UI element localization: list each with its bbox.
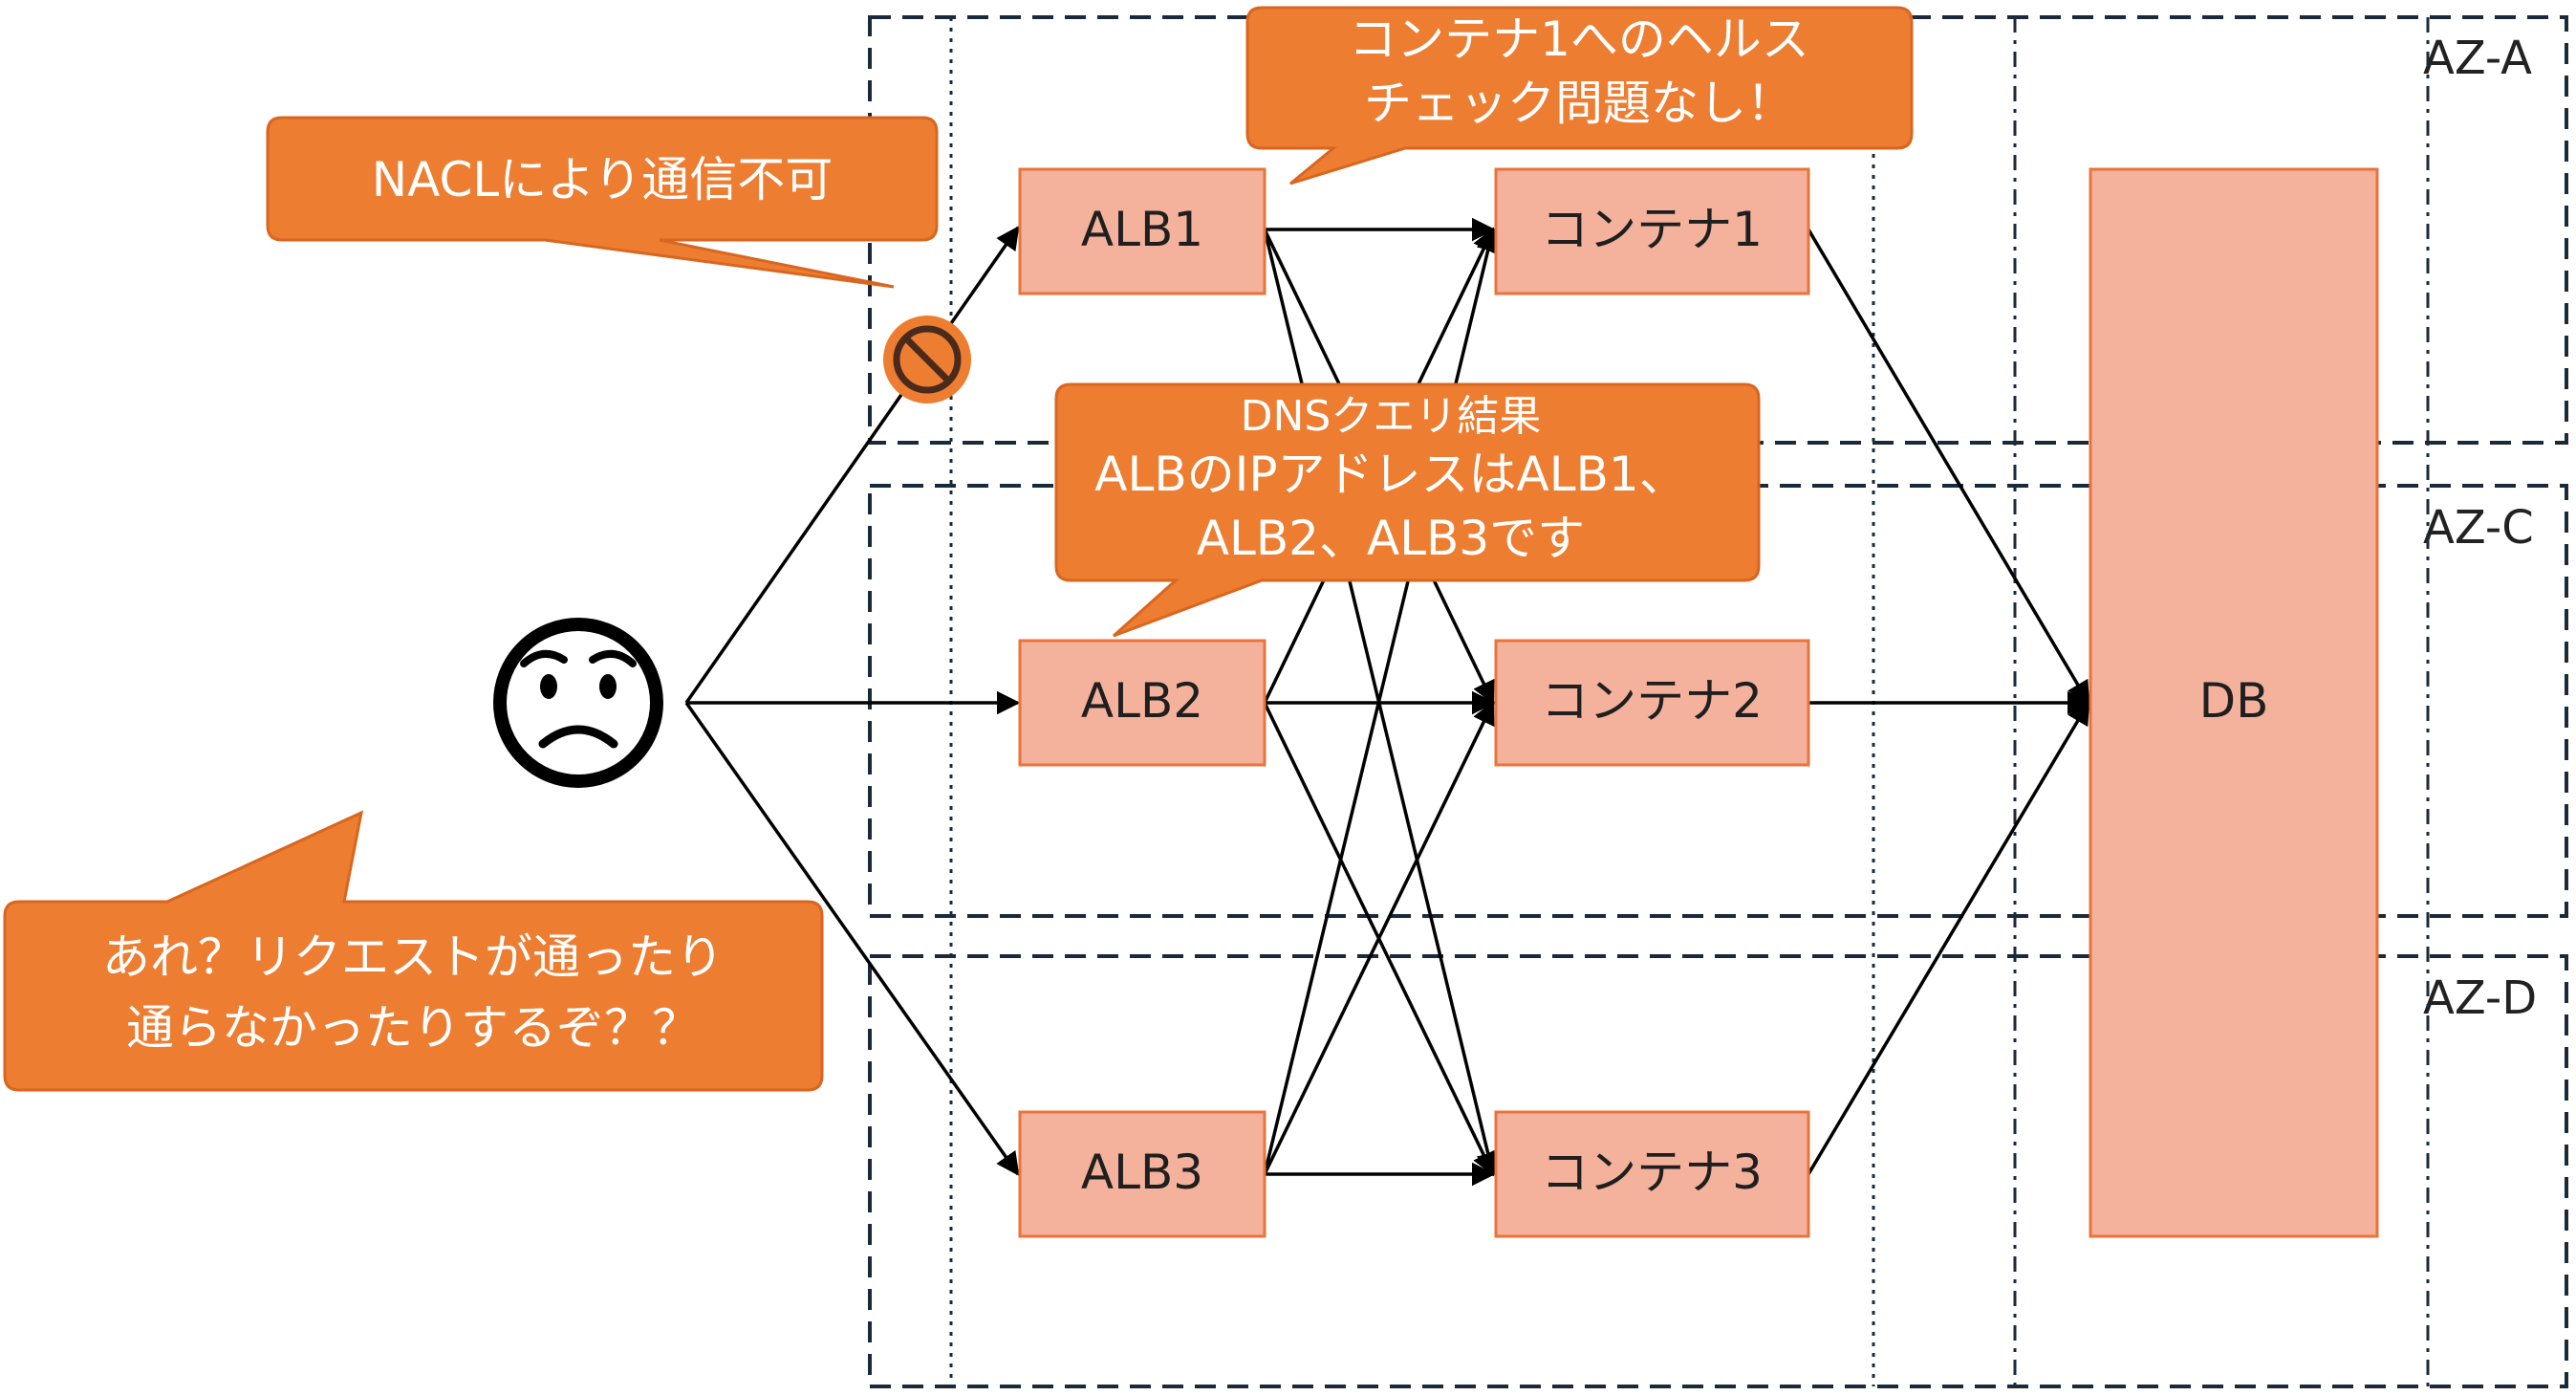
container2-node: コンテナ2 — [1494, 639, 1810, 767]
alb1-node: ALB1 — [1018, 167, 1266, 295]
db-node: DB — [2089, 167, 2379, 1238]
user-callout: あれ？リクエストが通ったり 通らなかったりするぞ？？ — [3, 810, 824, 1092]
health-check-callout-line-2: チェック問題なし！ — [1364, 76, 1794, 131]
az-d-label: AZ-D — [2423, 971, 2537, 1025]
container3-to-db-link — [1807, 700, 2090, 1175]
container1-label: コンテナ1 — [1541, 202, 1763, 257]
alb3-to-container2-link — [1263, 700, 1495, 1175]
az-d-zone: AZ-D — [868, 954, 2568, 1388]
container3-label: コンテナ3 — [1541, 1145, 1763, 1200]
user-to-alb1-link — [684, 225, 1020, 705]
container1-to-db-link — [1807, 229, 2090, 706]
nacl-callout: NACLにより通信不可 — [266, 116, 939, 289]
alb1-label: ALB1 — [1081, 202, 1203, 257]
container2-label: コンテナ2 — [1541, 673, 1763, 729]
user-callout-line-1: あれ？リクエストが通ったり — [102, 929, 724, 985]
alb3-label: ALB3 — [1081, 1145, 1203, 1200]
health-check-callout: コンテナ1へのヘルス チェック問題なし！ — [1245, 6, 1914, 185]
health-check-callout-line-1: コンテナ1へのヘルス — [1349, 11, 1809, 67]
dns-callout: DNSクエリ結果 ALBのIPアドレスはALB1、 ALB2、ALB3です — [1054, 382, 1761, 638]
container1-node: コンテナ1 — [1494, 167, 1810, 295]
dns-callout-line-3: ALB2、ALB3です — [1197, 511, 1585, 566]
dns-callout-line-2: ALBのIPアドレスはALB1、 — [1094, 447, 1686, 502]
alb3-node: ALB3 — [1018, 1110, 1266, 1238]
user-callout-line-2: 通らなかったりするぞ？？ — [126, 1000, 700, 1056]
container3-node: コンテナ3 — [1494, 1110, 1810, 1238]
az-c-label: AZ-C — [2423, 501, 2534, 555]
worried-face-icon — [493, 618, 663, 788]
az-a-label: AZ-A — [2423, 32, 2532, 85]
alb2-label: ALB2 — [1081, 673, 1203, 729]
nacl-callout-line-1: NACLにより通信不可 — [372, 152, 833, 207]
prohibited-icon — [883, 316, 971, 404]
db-label: DB — [2199, 673, 2269, 729]
alb2-node: ALB2 — [1018, 639, 1266, 767]
dns-callout-line-1: DNSクエリ結果 — [1241, 392, 1542, 441]
user-to-alb3-link — [684, 701, 1020, 1177]
